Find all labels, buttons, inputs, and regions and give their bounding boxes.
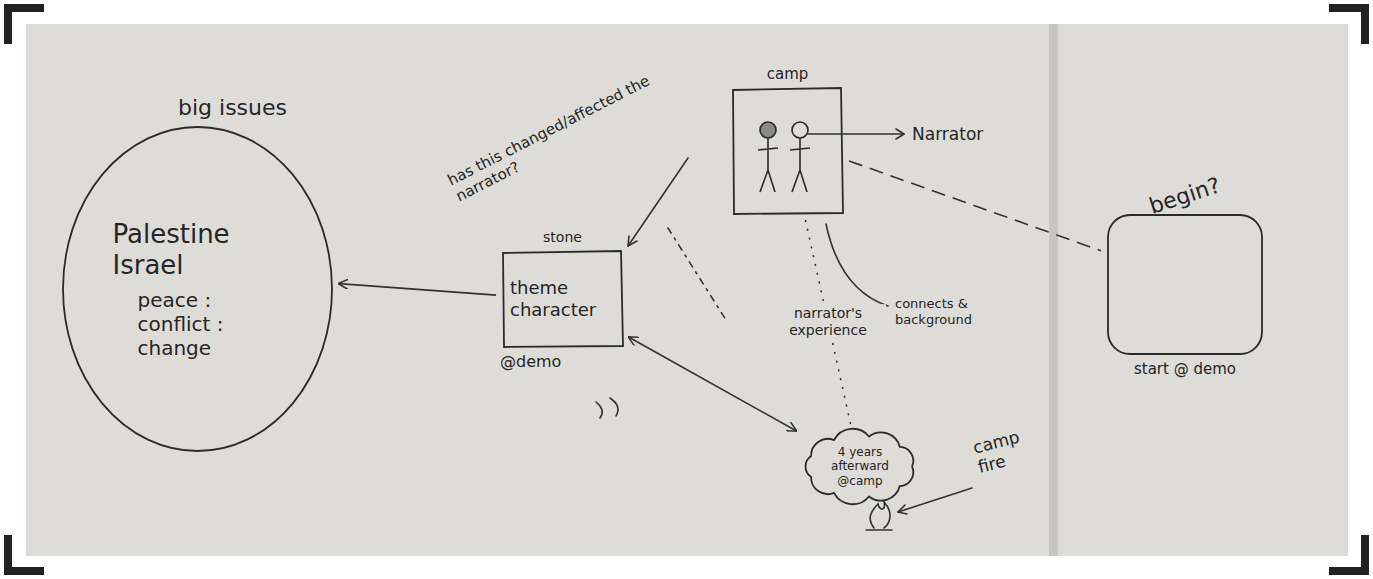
- node-text: 4 years afterward @camp: [820, 442, 900, 491]
- scene-box: begin? start @ demo: [1105, 180, 1265, 381]
- node-heading-area: stone: [500, 226, 625, 249]
- arrow-head: [896, 129, 904, 139]
- figure-body: [790, 138, 810, 192]
- corner-brackets: [8, 8, 1365, 571]
- corner-bracket: [8, 535, 44, 571]
- node-heading: big issues: [60, 92, 335, 124]
- node-heading: stone: [500, 226, 625, 249]
- corner-bracket: [1329, 8, 1365, 44]
- node-outline: [730, 86, 845, 216]
- node-outline-area: [1105, 212, 1265, 357]
- node-outline: [1105, 212, 1265, 357]
- node-heading-area: camp: [730, 62, 845, 86]
- dash-line: [668, 228, 726, 320]
- fire-sketch: [866, 502, 892, 530]
- node-text: Palestine Israel: [113, 216, 283, 284]
- connector: [629, 337, 796, 431]
- figure-head: [792, 122, 808, 138]
- node-text: theme character: [510, 274, 615, 323]
- whiteboard-ground: [26, 24, 1348, 556]
- outline-shape: [1108, 215, 1262, 354]
- node-heading-area: big issues: [60, 92, 335, 124]
- leader-line: [628, 158, 688, 246]
- corner-bracket: [8, 8, 44, 44]
- leader-lines: [596, 129, 972, 530]
- scene-box: stone theme character @demo: [500, 226, 625, 374]
- node-outline-area: [730, 86, 845, 216]
- leader-line: [808, 133, 904, 135]
- scribble: [596, 398, 618, 418]
- edge-label: narrator's experience: [770, 304, 886, 340]
- outline-shape: [733, 88, 843, 214]
- node-outline-area: Palestine Israelpeace : conflict : chang…: [60, 124, 335, 454]
- node-heading-area: begin?: [1105, 180, 1265, 212]
- note-label: connects & background: [895, 296, 1010, 327]
- arrow-head: [628, 236, 637, 246]
- figure-body: [758, 138, 778, 192]
- outline-shape: [503, 251, 623, 347]
- scene-box: camp: [730, 62, 845, 216]
- leader-line: [826, 224, 888, 306]
- outline-shape: [63, 127, 332, 451]
- board-seam: [1049, 24, 1058, 556]
- stick-figures: [758, 122, 810, 192]
- node-caption: start @ demo: [1105, 357, 1265, 381]
- leader-line: [898, 488, 972, 512]
- note-label: has this changed/affected the narrator?: [445, 67, 671, 206]
- connector: [339, 284, 496, 296]
- outline-shape: [806, 429, 914, 504]
- arrow-head: [898, 505, 907, 514]
- node-caption-area: @demo: [500, 349, 625, 374]
- topic-circle: big issuesPalestine Israelpeace : confli…: [60, 92, 335, 454]
- note-label: Narrator: [912, 124, 983, 144]
- node-outline-area: 4 years afterward @camp: [800, 428, 920, 505]
- connector: [849, 161, 1101, 251]
- node-heading: begin?: [1104, 156, 1266, 236]
- corner-bracket: [1329, 535, 1365, 571]
- node-caption-area: start @ demo: [1105, 357, 1265, 381]
- note-label: camp fire: [971, 423, 1041, 478]
- node-outline-area: theme character: [500, 249, 625, 349]
- node-caption: @demo: [500, 349, 625, 374]
- thought-cloud: 4 years afterward @camp: [800, 428, 920, 505]
- node-text: peace : conflict : change: [138, 285, 258, 363]
- figure-head: [760, 122, 776, 138]
- node-heading: camp: [730, 62, 845, 86]
